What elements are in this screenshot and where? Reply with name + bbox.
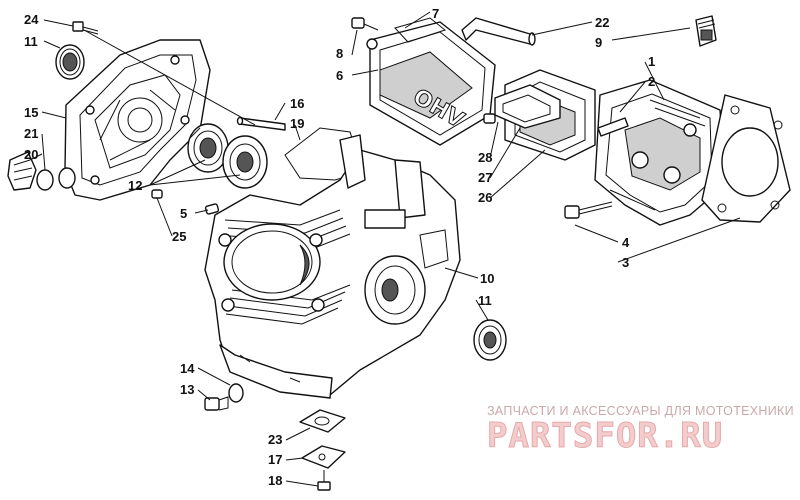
label-24: 24: [24, 12, 39, 27]
cylinder-head: [594, 79, 726, 226]
label-6: 6: [336, 68, 343, 83]
label-8: 8: [336, 46, 343, 61]
label-11-right: 11: [478, 293, 492, 308]
crankcase-cover: [64, 39, 211, 201]
breather-gasket: [299, 409, 346, 433]
label-19: 19: [290, 116, 304, 131]
label-23: 23: [268, 432, 282, 447]
breather-hose: [461, 17, 536, 46]
label-17: 17: [268, 452, 282, 467]
label-2: 2: [648, 74, 655, 89]
valve-cover: OHV: [366, 21, 496, 146]
oil-seal-right: [473, 319, 507, 361]
label-16: 16: [290, 96, 304, 111]
oil-seal-left: [55, 44, 85, 80]
spark-plug: [695, 15, 717, 47]
bolt-24: [72, 21, 99, 35]
label-9: 9: [595, 35, 602, 50]
head-bolt: [564, 201, 613, 219]
breather-bolt: [317, 470, 331, 491]
bearing-right: [222, 135, 268, 189]
filler-neck: [58, 167, 76, 189]
label-27: 27: [478, 170, 492, 185]
label-25: 25: [172, 229, 186, 244]
label-15: 15: [24, 105, 38, 120]
label-5: 5: [180, 206, 187, 221]
breather-plate: [301, 445, 346, 469]
label-3: 3: [622, 255, 629, 270]
label-21: 21: [24, 126, 38, 141]
sealing-washer: [228, 383, 244, 403]
dowel-pin-25: [151, 189, 163, 199]
label-13: 13: [180, 382, 194, 397]
label-26: 26: [478, 190, 492, 205]
label-10: 10: [480, 271, 494, 286]
label-14: 14: [180, 361, 195, 376]
label-7: 7: [432, 6, 439, 21]
governor-shaft: [236, 116, 286, 131]
intake-stud: [483, 113, 496, 124]
head-gasket: [701, 94, 791, 223]
leader-lines: [29, 11, 741, 487]
drain-bolt: [204, 396, 229, 411]
label-1: 1: [648, 54, 655, 69]
crankcase-cylinder-block: [204, 134, 461, 399]
label-11-top: 11: [24, 34, 38, 49]
bearing-left: [187, 123, 229, 173]
cover-gasket: [394, 17, 447, 43]
oil-filler-cap: [7, 151, 37, 191]
label-20: 20: [24, 147, 38, 162]
cover-bolt-8: [351, 17, 379, 31]
watermark-brand-logo: PARTSFOR.RU: [487, 416, 723, 456]
label-12: 12: [128, 178, 142, 193]
watermark-tagline: ЗАПЧАСТИ И АКСЕССУАРЫ ДЛЯ МОТОТЕХНИКИ: [487, 404, 794, 418]
o-ring: [36, 169, 54, 191]
label-18: 18: [268, 473, 282, 488]
label-22: 22: [595, 15, 609, 30]
part-labels: 24 11 15 21 20 12 25 16 19 5 7 8 6 22 9 …: [24, 6, 655, 488]
label-4: 4: [622, 235, 630, 250]
label-28: 28: [478, 150, 492, 165]
dowel-pin-5: [204, 203, 220, 215]
